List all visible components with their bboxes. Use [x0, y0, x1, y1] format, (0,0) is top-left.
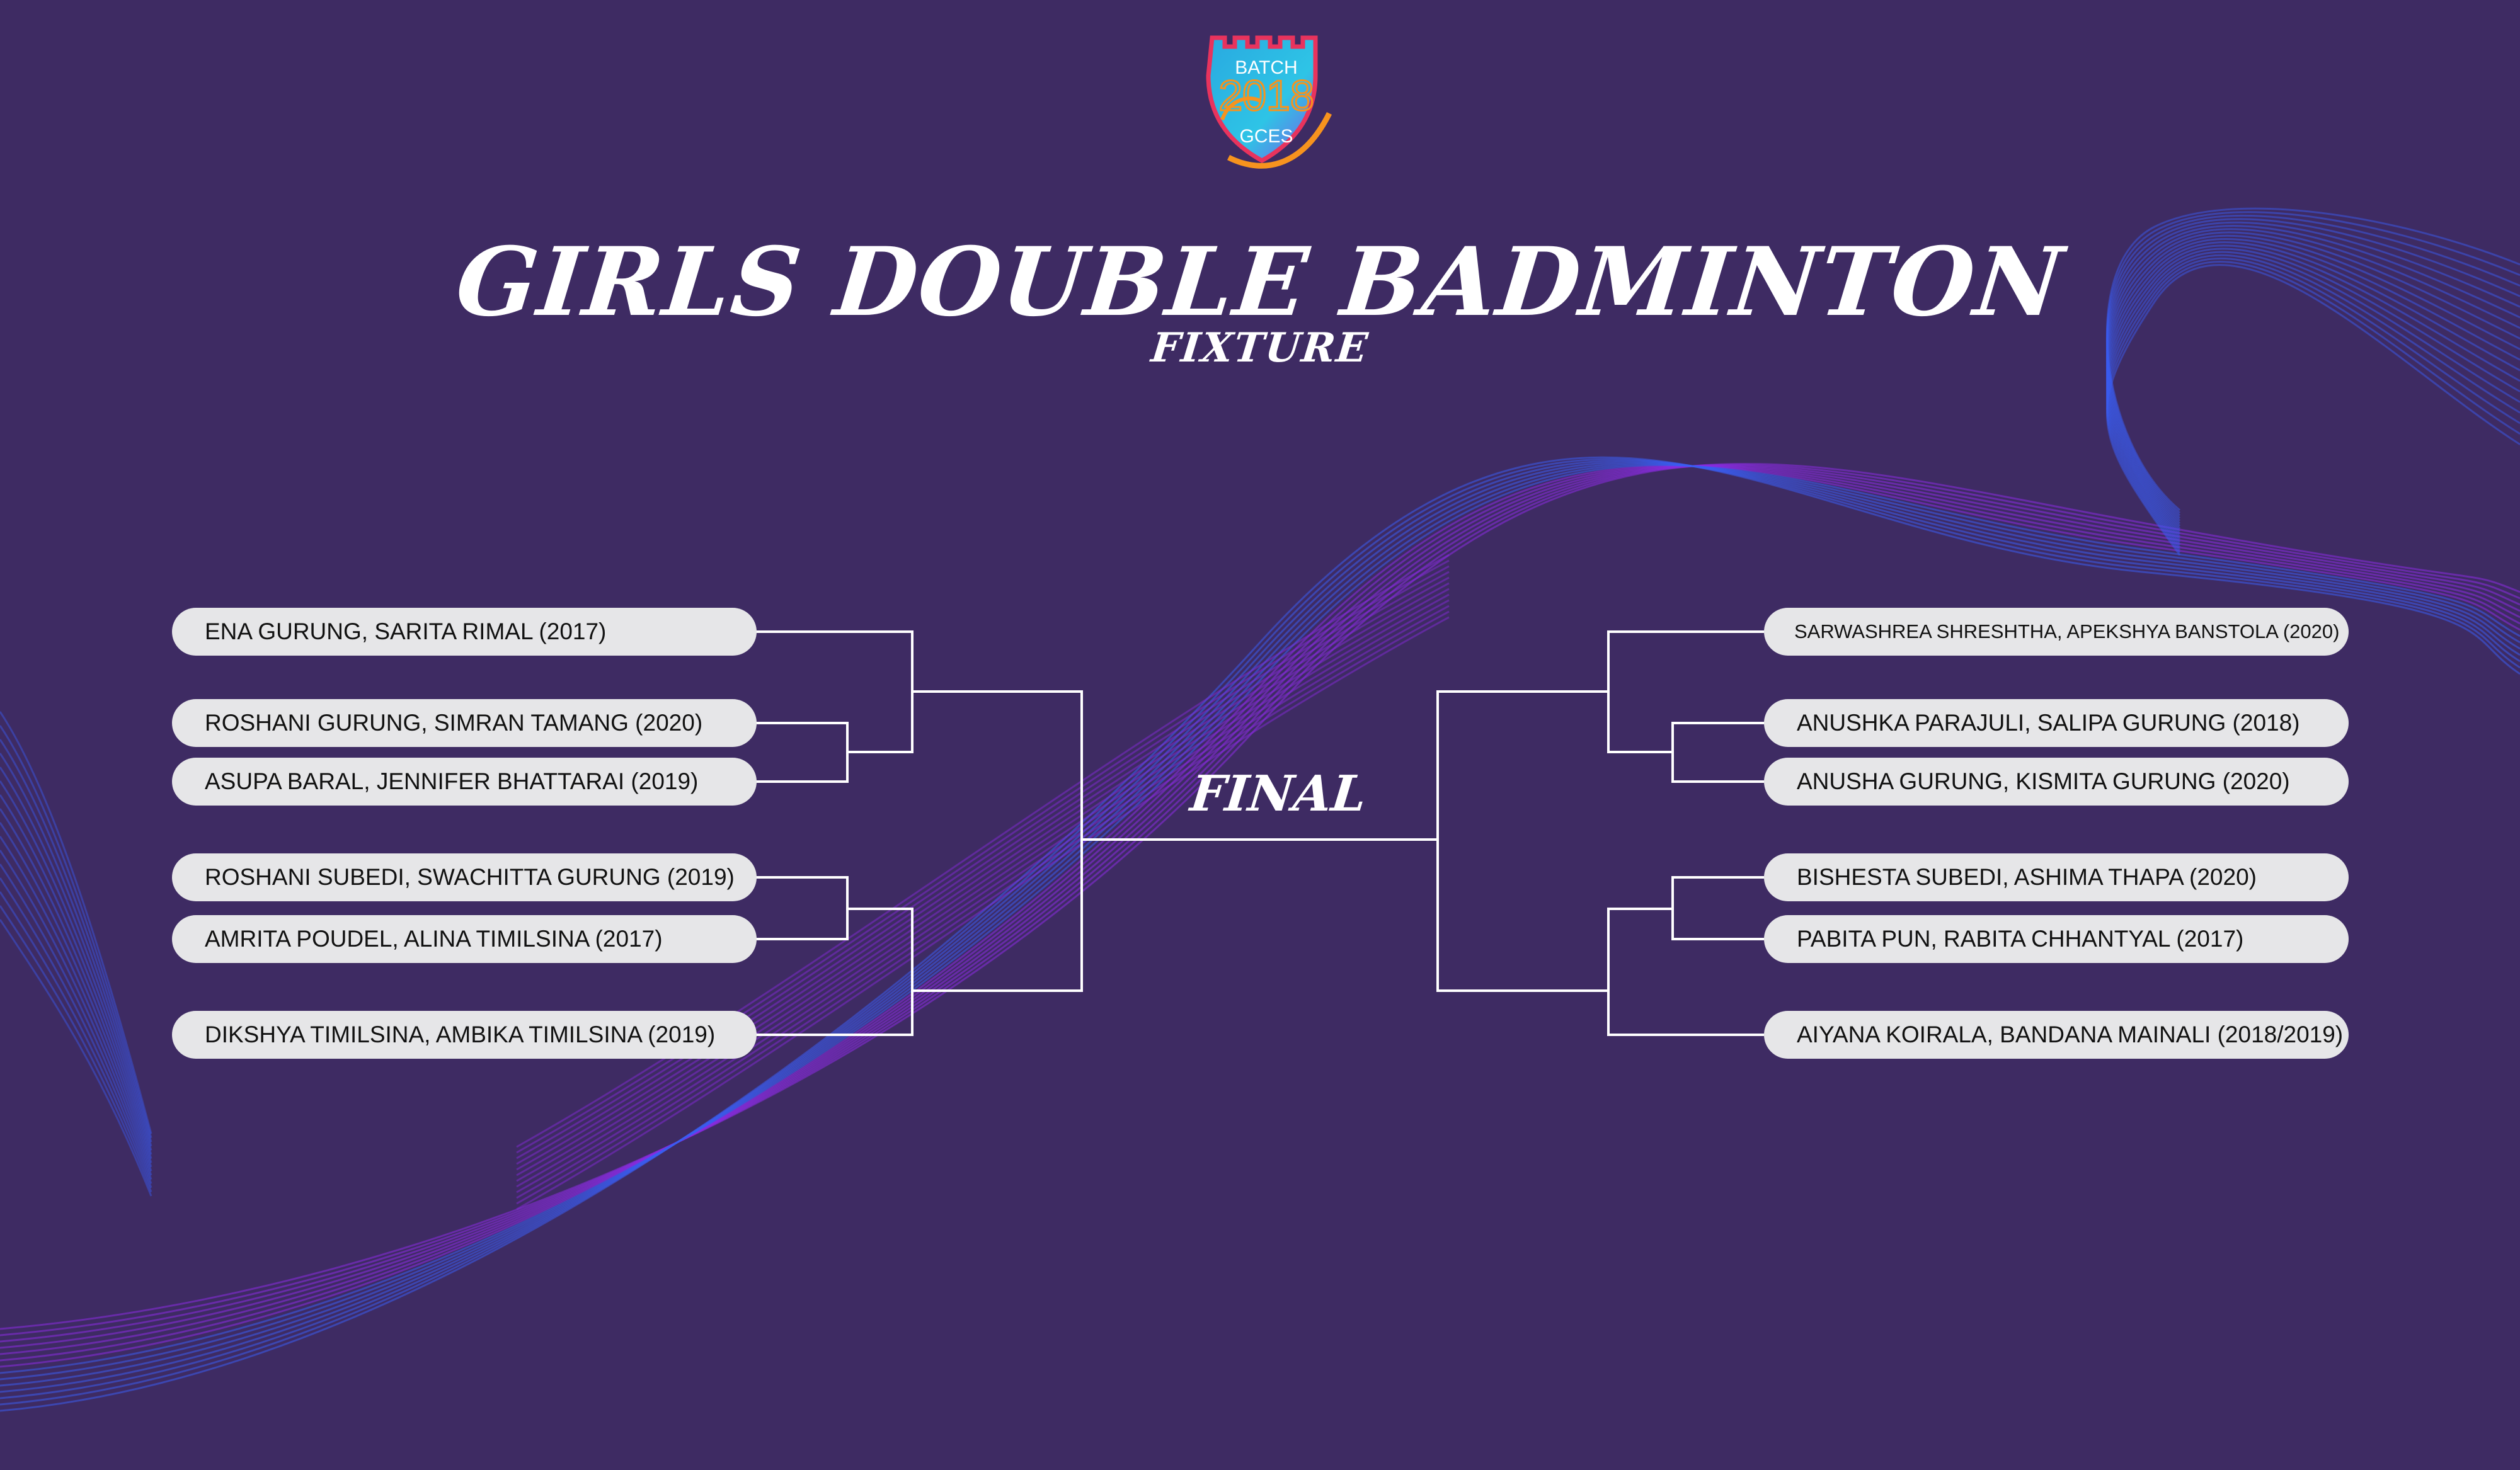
team-left-5: AMRITA POUDEL, ALINA TIMILSINA (2017) [172, 915, 757, 963]
wave-line [0, 850, 152, 1176]
team-right-3: ANUSHA GURUNG, KISMITA GURUNG (2020) [1764, 758, 2349, 806]
wave-line [0, 462, 2520, 1330]
wave-line [0, 462, 2520, 1387]
bracket-line-right-3 [1436, 690, 1608, 992]
wave-line [516, 576, 1450, 1171]
wave-line [0, 465, 2520, 1362]
wave-line [0, 464, 2520, 1374]
wave-line [2105, 244, 2520, 540]
wave-line [2106, 228, 2520, 527]
final-label: FINAL [1188, 765, 1370, 823]
wave-line [0, 460, 2520, 1399]
wave-line [516, 616, 1450, 1211]
wave-line [0, 465, 2520, 1349]
wave-line [516, 588, 1450, 1182]
wave-line [516, 571, 1450, 1165]
wave-line [0, 725, 152, 1138]
bracket-line-right-1 [1607, 630, 1764, 753]
wave-line [2105, 257, 2520, 550]
wave-line [2105, 261, 2520, 554]
logo-batch-text: BATCH [1235, 57, 1297, 78]
team-left-6: DIKSHYA TIMILSINA, AMBIKA TIMILSINA (201… [172, 1011, 757, 1059]
logo-year-text: 2018 [1218, 72, 1314, 120]
wave-line [2106, 214, 2520, 516]
batch-2018-gces-logo: BATCH 2018 GCES [1203, 31, 1348, 183]
wave-line [0, 711, 152, 1134]
wave-line [0, 464, 2520, 1336]
wave-line [0, 461, 2520, 1393]
wave-line [516, 593, 1450, 1188]
wave-line [0, 808, 152, 1163]
wave-line [0, 780, 152, 1155]
wave-line [2105, 254, 2520, 548]
team-right-5: PABITA PUN, RABITA CHHANTYAL (2017) [1764, 915, 2349, 963]
team-right-4: BISHESTA SUBEDI, ASHIMA THAPA (2020) [1764, 853, 2349, 901]
wave-line [2106, 218, 2520, 519]
wave-line [0, 463, 2520, 1381]
team-left-4: ROSHANI SUBEDI, SWACHITTA GURUNG (2019) [172, 853, 757, 901]
team-right-2: ANUSHKA PARAJULI, SALIPA GURUNG (2018) [1764, 699, 2349, 747]
team-left-3: ASUPA BARAL, JENNIFER BHATTARAI (2019) [172, 758, 757, 806]
wave-line [2105, 264, 2520, 556]
bracket-line-right-4 [1671, 876, 1764, 940]
wave-line [0, 877, 152, 1184]
bracket-line-left-4 [756, 876, 849, 940]
wave-line [2105, 207, 2520, 511]
bracket-line-right-2 [1671, 722, 1764, 783]
wave-line [516, 582, 1450, 1177]
team-left-2: ROSHANI GURUNG, SIMRAN TAMANG (2020) [172, 699, 757, 747]
team-right-6: AIYANA KOIRALA, BANDANA MAINALI (2018/20… [1764, 1011, 2349, 1059]
wave-line [0, 753, 152, 1147]
wave-line [2106, 234, 2520, 532]
wave-line [2105, 241, 2520, 537]
logo-gces-text: GCES [1239, 126, 1293, 147]
wave-line [0, 863, 152, 1180]
wave-line [0, 739, 152, 1142]
team-right-1: SARWASHREA SHRESHTHA, APEKSHYA BANSTOLA … [1764, 608, 2349, 656]
wave-line [0, 794, 152, 1159]
wave-line [0, 919, 152, 1197]
wave-line [0, 465, 2520, 1368]
bracket-line-left-2 [756, 722, 849, 783]
wave-line [516, 599, 1450, 1194]
bracket-line-left-3 [912, 690, 1083, 992]
wave-line [0, 891, 152, 1188]
wave-line [2106, 225, 2520, 525]
wave-line [0, 822, 152, 1168]
wave-line [2105, 211, 2520, 514]
wave-line [0, 464, 2520, 1343]
wave-line [516, 554, 1450, 1148]
team-left-1: ENA GURUNG, SARITA RIMAL (2017) [172, 608, 757, 656]
wave-line [0, 766, 152, 1151]
wave-line [0, 905, 152, 1192]
wave-line [516, 559, 1450, 1154]
wave-line [0, 456, 2520, 1412]
wave-line [2106, 231, 2520, 530]
wave-line [0, 458, 2520, 1406]
wave-line [2105, 248, 2520, 543]
wave-line [2105, 238, 2520, 535]
wave-line [2105, 251, 2520, 545]
bracket-line-left-5 [756, 908, 914, 1036]
wave-line [516, 605, 1450, 1199]
wave-line [516, 565, 1450, 1159]
wave-line [0, 836, 152, 1171]
bracket-line-right-5 [1607, 908, 1764, 1036]
wave-line [0, 465, 2520, 1355]
bracket-line-left-1 [756, 630, 914, 753]
wave-line [2106, 221, 2520, 521]
wave-line [516, 610, 1450, 1205]
